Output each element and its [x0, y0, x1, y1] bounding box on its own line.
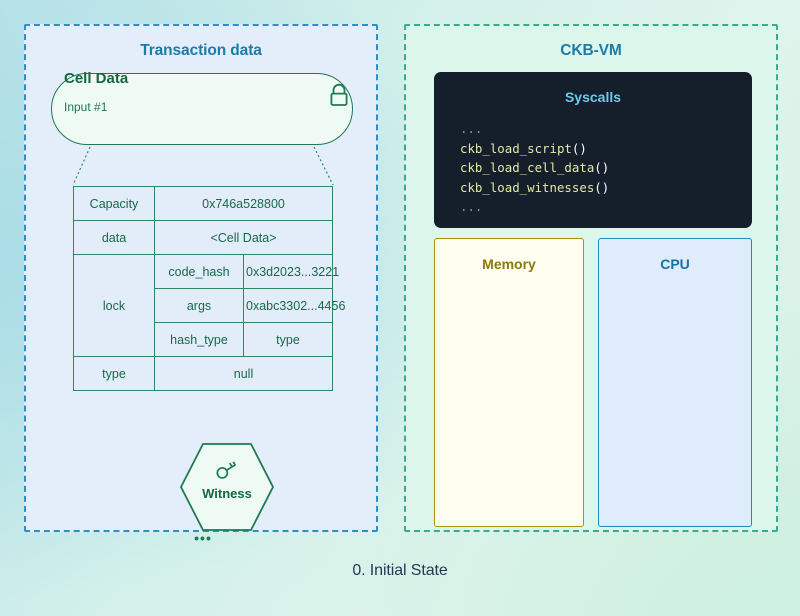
- syscalls-code-list: ...ckb_load_script()ckb_load_cell_data()…: [460, 119, 609, 217]
- key-icon: [216, 461, 236, 479]
- row-value: type: [243, 322, 333, 357]
- syscall-parens: (): [594, 160, 610, 176]
- row-key: data: [73, 220, 155, 255]
- ckb-vm-panel: CKB-VM Syscalls ...ckb_load_script()ckb_…: [404, 24, 778, 532]
- row-subkey: args: [154, 288, 244, 323]
- row-value: 0xabc3302...4456: [243, 288, 345, 323]
- table-row: data <Cell Data>: [73, 220, 333, 255]
- cell-data-subtitle: Input #1: [64, 100, 108, 114]
- row-value: 0x746a528800: [154, 186, 333, 221]
- memory-box: Memory: [434, 238, 584, 527]
- row-key: type: [73, 356, 155, 391]
- row-subkey: hash_type: [154, 322, 244, 357]
- ckb-vm-title: CKB-VM: [560, 42, 622, 59]
- syscalls-box: Syscalls ...ckb_load_script()ckb_load_ce…: [434, 72, 752, 228]
- syscall-name: ckb_load_witnesses: [460, 179, 595, 195]
- witness-label: Witness: [202, 486, 252, 501]
- witness-node[interactable]: Witness: [179, 442, 275, 532]
- table-row: type null: [73, 356, 333, 391]
- row-value: 0x3d2023...3221: [243, 254, 339, 289]
- cpu-title: CPU: [660, 256, 690, 272]
- witness-hexagon: [179, 443, 275, 531]
- syscall-line: ckb_load_script(): [460, 139, 609, 159]
- syscall-line: ...: [460, 119, 609, 139]
- memory-title: Memory: [482, 256, 536, 272]
- lock-icon: [330, 83, 348, 106]
- row-value: null: [154, 356, 333, 391]
- table-row: hash_type type: [74, 322, 333, 357]
- table-row: lock code_hash 0x3d2023...3221: [73, 254, 339, 357]
- syscall-ellipsis: ...: [460, 121, 483, 136]
- syscall-line: ckb_load_witnesses(): [460, 178, 609, 198]
- syscall-parens: (): [571, 140, 587, 156]
- cpu-box: CPU: [598, 238, 752, 527]
- cell-data-box[interactable]: [51, 73, 353, 145]
- row-value: <Cell Data>: [154, 220, 333, 255]
- syscall-line: ...: [460, 197, 609, 217]
- syscall-name: ckb_load_script: [460, 140, 572, 156]
- step-caption: 0. Initial State: [352, 562, 448, 579]
- transaction-ellipsis: •••: [194, 530, 212, 546]
- cell-data-title: Cell Data: [64, 70, 129, 87]
- transaction-data-title: Transaction data: [140, 42, 262, 59]
- row-key: Capacity: [73, 186, 155, 221]
- syscall-name: ckb_load_cell_data: [460, 160, 595, 176]
- row-subkey: code_hash: [154, 254, 244, 289]
- cell-detail-table: Capacity 0x746a528800 data <Cell Data> l…: [73, 186, 345, 391]
- syscall-parens: (): [594, 179, 610, 195]
- transaction-data-panel: Transaction data Cell Data Input #1 Capa…: [24, 24, 378, 545]
- syscall-line: ckb_load_cell_data(): [460, 158, 609, 178]
- syscalls-title: Syscalls: [564, 89, 622, 105]
- syscall-ellipsis: ...: [460, 199, 483, 215]
- table-row: args 0xabc3302...4456: [74, 288, 345, 323]
- row-key-lock: lock: [73, 254, 155, 357]
- table-row: Capacity 0x746a528800: [73, 186, 333, 221]
